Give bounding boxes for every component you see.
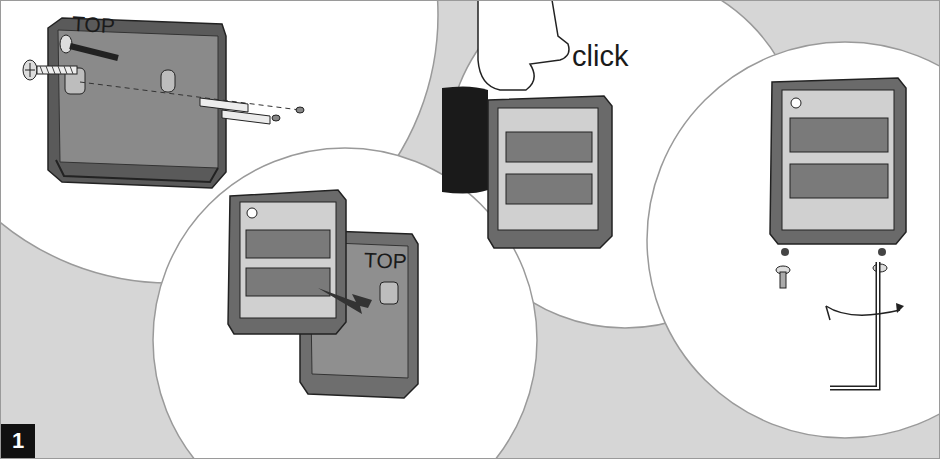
illustration-path — [40, 66, 73, 74]
label-text: click — [572, 42, 628, 71]
illustration-g — [442, 0, 612, 248]
illustration-path — [488, 96, 612, 248]
illustration-rect — [246, 268, 330, 296]
illustration-path — [830, 262, 878, 388]
illustration-path — [48, 18, 226, 188]
illustration-g — [23, 18, 304, 188]
step-number-box: 1 — [1, 424, 35, 458]
illustration-path — [896, 303, 904, 313]
illustration-rect — [380, 282, 398, 304]
illustration-rect — [246, 230, 330, 258]
illustration-circle — [878, 248, 886, 256]
illustration-path — [826, 306, 830, 320]
illustration-circle — [647, 42, 940, 438]
illustration-rect — [161, 70, 175, 92]
illustration-path — [770, 78, 906, 244]
illustration-circle — [791, 98, 801, 108]
label-text: TOP — [364, 249, 408, 271]
illustration-rect — [780, 272, 786, 288]
illustration-rect — [790, 118, 888, 152]
illustration-ellipse — [296, 107, 304, 113]
illustration-ellipse — [60, 35, 72, 53]
illustration-rect — [37, 66, 77, 74]
illustration-path — [830, 262, 878, 388]
illustration-line — [80, 82, 300, 110]
illustration-line — [25, 70, 35, 71]
illustration-path — [318, 288, 372, 314]
illustration-rect — [506, 132, 592, 162]
illustration-rect — [790, 164, 888, 198]
illustration-rect — [240, 202, 336, 318]
illustration-circle — [153, 148, 537, 459]
illustration-path — [826, 306, 900, 315]
illustration-ellipse — [272, 115, 280, 121]
illustration-g — [770, 78, 906, 388]
illustration-path — [228, 190, 346, 334]
illustration-path — [478, 0, 569, 90]
illustration-rect — [498, 108, 598, 230]
illustration-g — [228, 190, 418, 398]
illustration-rect — [506, 174, 592, 204]
illustration-circle — [247, 208, 257, 218]
illustration-rect — [782, 90, 894, 230]
illustration-path — [58, 30, 218, 168]
step-number: 1 — [12, 430, 24, 452]
illustration-ellipse — [23, 60, 37, 80]
label-text: TOP — [71, 13, 115, 36]
illustration-path — [56, 160, 218, 182]
illustration-path — [222, 110, 270, 124]
illustration-path — [442, 86, 488, 193]
illustration-circle — [781, 248, 789, 256]
illustration-line — [70, 46, 118, 58]
